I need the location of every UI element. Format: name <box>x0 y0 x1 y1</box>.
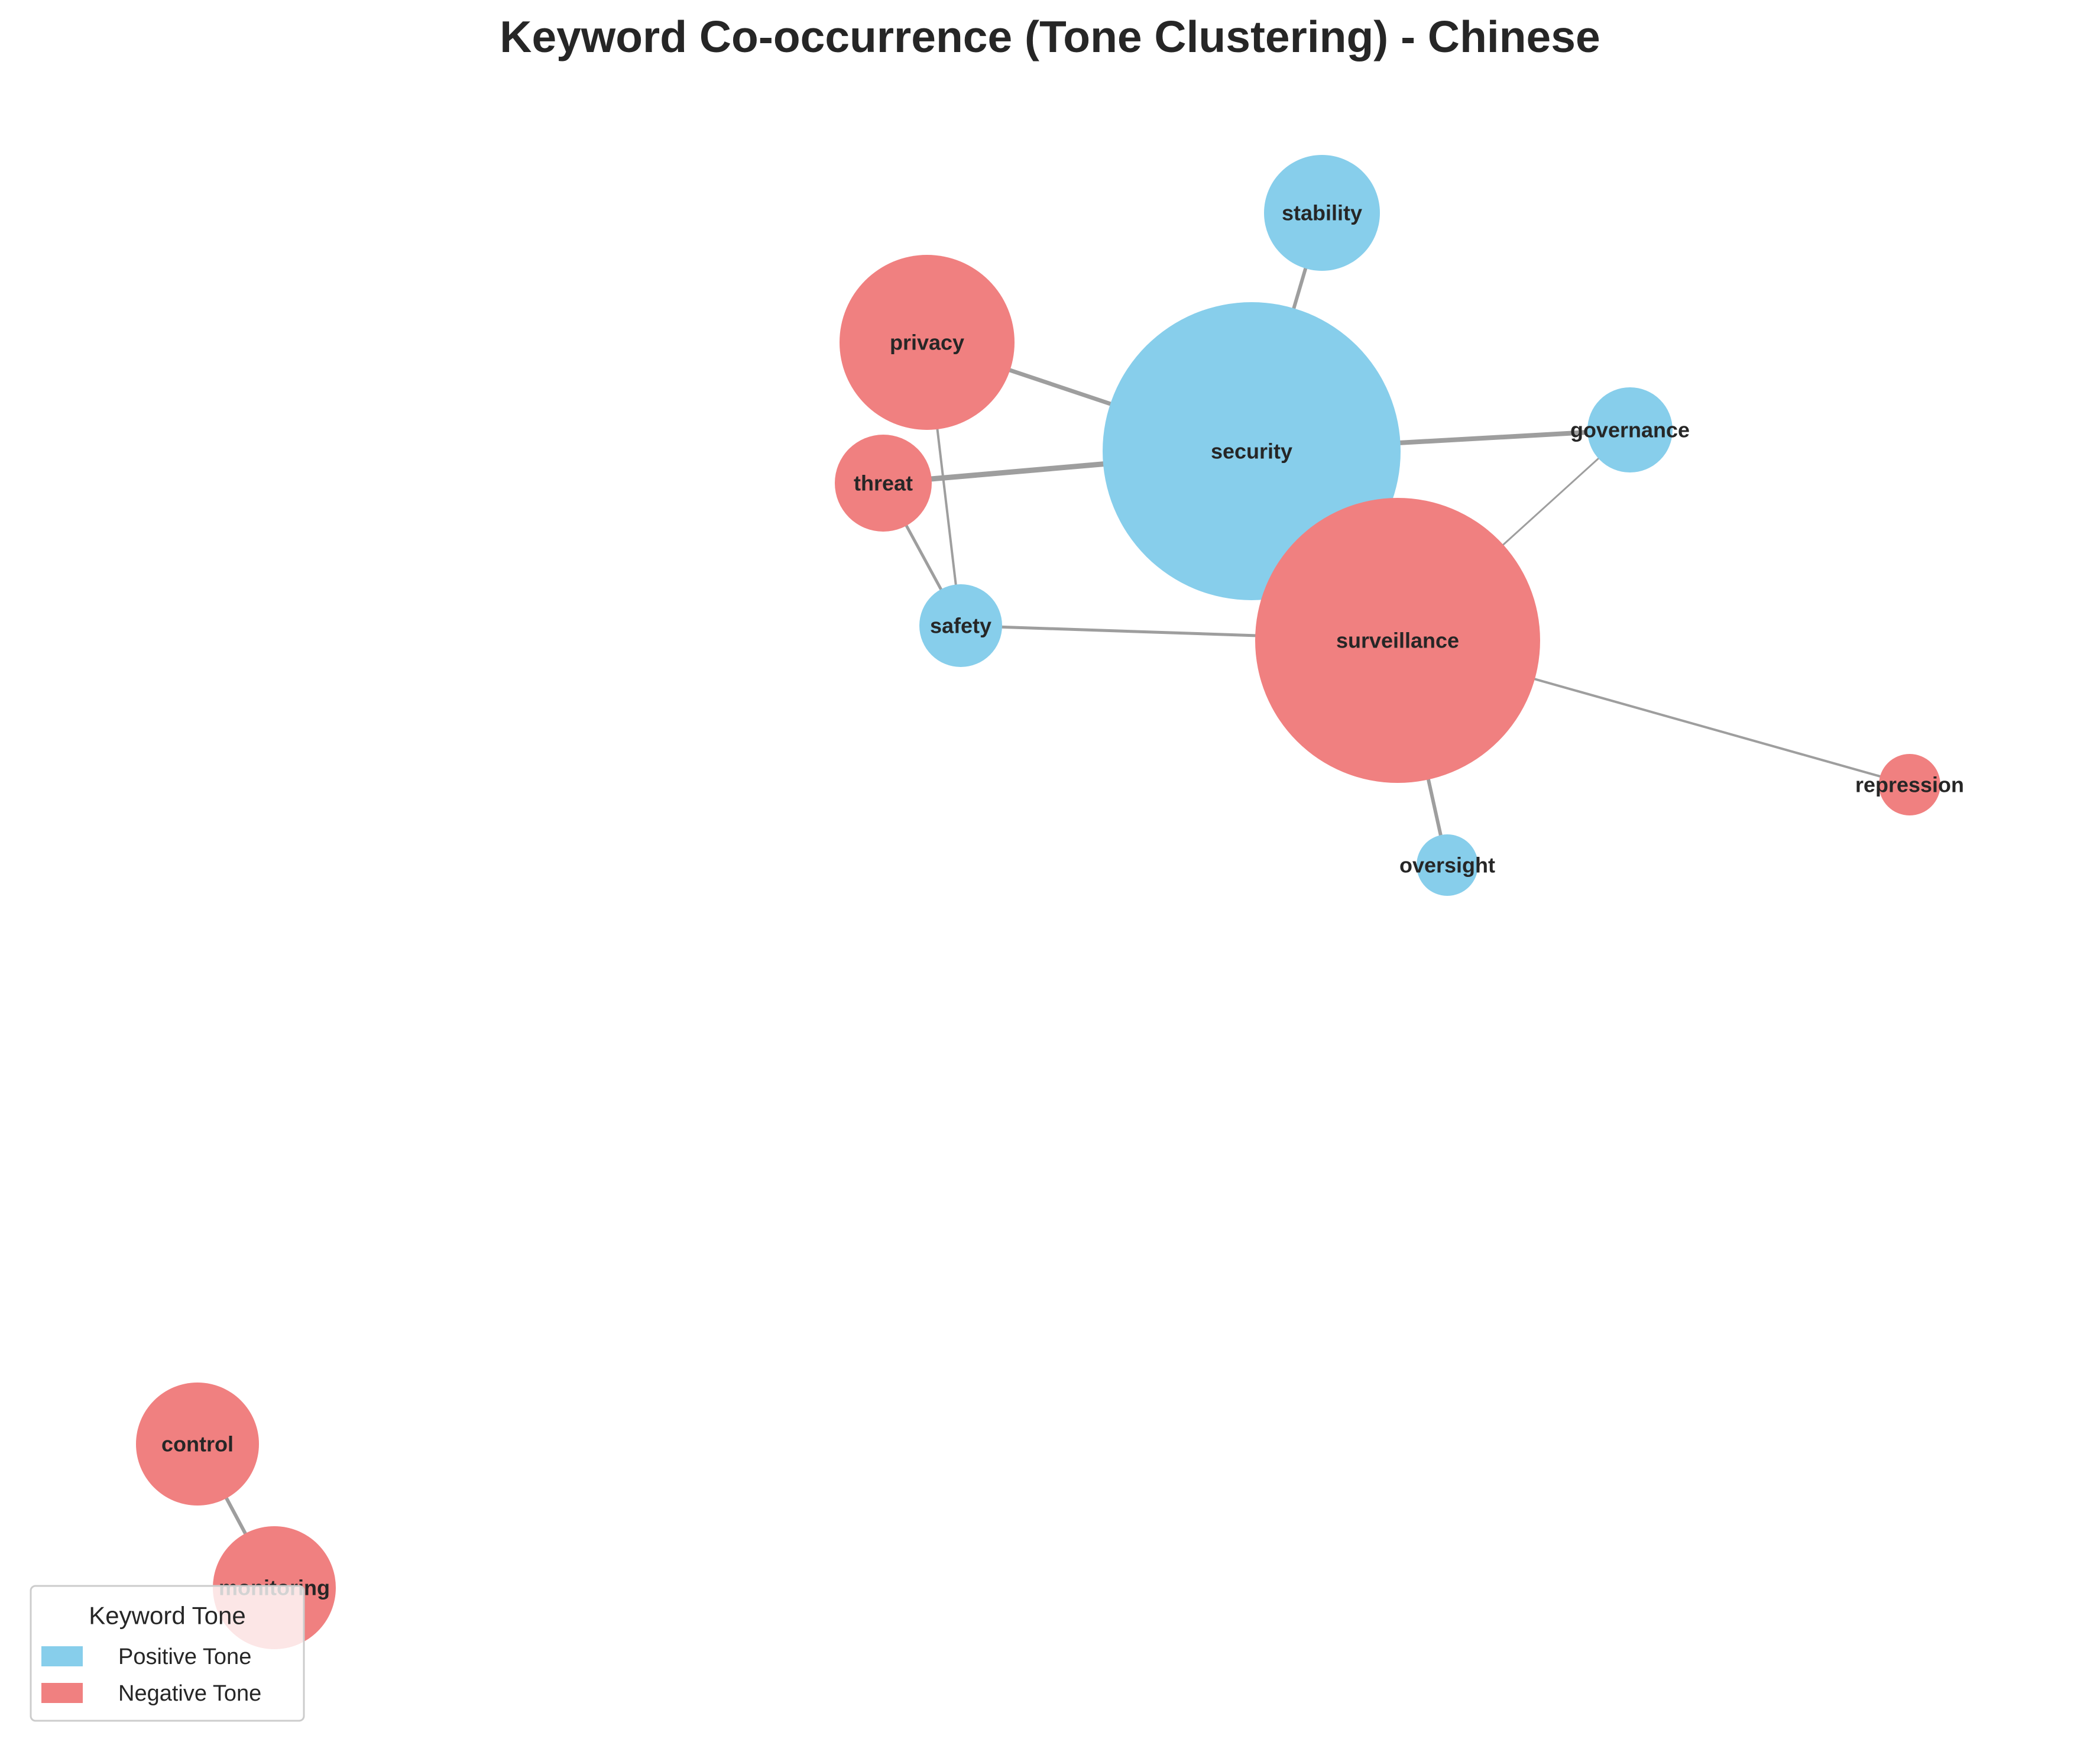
node-label-repression: repression <box>1855 773 1964 797</box>
chart-title: Keyword Co-occurrence (Tone Clustering) … <box>500 12 1600 61</box>
node-label-privacy: privacy <box>890 331 964 355</box>
node-circle-safety <box>919 584 1002 667</box>
node-label-surveillance: surveillance <box>1336 629 1459 653</box>
node-governance: governance <box>1570 387 1690 472</box>
node-circle-repression <box>1879 754 1940 815</box>
legend: Keyword Tone Positive Tone Negative Tone <box>30 1585 305 1722</box>
node-label-oversight: oversight <box>1399 853 1495 878</box>
node-label-safety: safety <box>930 614 991 638</box>
legend-label-negative: Negative Tone <box>118 1681 261 1706</box>
node-label-threat: threat <box>854 471 913 496</box>
node-safety: safety <box>919 584 1002 667</box>
legend-frame <box>30 1585 305 1722</box>
node-circle-oversight <box>1417 834 1478 896</box>
node-control: control <box>136 1383 259 1506</box>
legend-swatch-positive <box>41 1646 83 1666</box>
node-repression: repression <box>1855 754 1964 815</box>
node-circle-threat <box>835 435 932 532</box>
node-circle-privacy <box>840 255 1015 430</box>
node-circle-stability <box>1264 155 1380 271</box>
node-stability: stability <box>1264 155 1380 271</box>
node-circle-control <box>136 1383 259 1506</box>
node-surveillance: surveillance <box>1255 498 1540 783</box>
node-layer: stability privacy security governance threat… <box>136 155 1964 1649</box>
node-label-governance: governance <box>1570 418 1690 442</box>
node-label-security: security <box>1211 439 1292 464</box>
node-privacy: privacy <box>840 255 1015 430</box>
legend-title: Keyword Tone <box>89 1602 245 1630</box>
legend-swatch-negative <box>41 1683 83 1703</box>
node-label-stability: stability <box>1282 201 1362 225</box>
node-oversight: oversight <box>1399 834 1495 896</box>
node-circle-surveillance <box>1255 498 1540 783</box>
legend-label-positive: Positive Tone <box>118 1644 251 1669</box>
node-circle-governance <box>1587 387 1673 472</box>
node-label-control: control <box>161 1432 234 1456</box>
node-threat: threat <box>835 435 932 532</box>
